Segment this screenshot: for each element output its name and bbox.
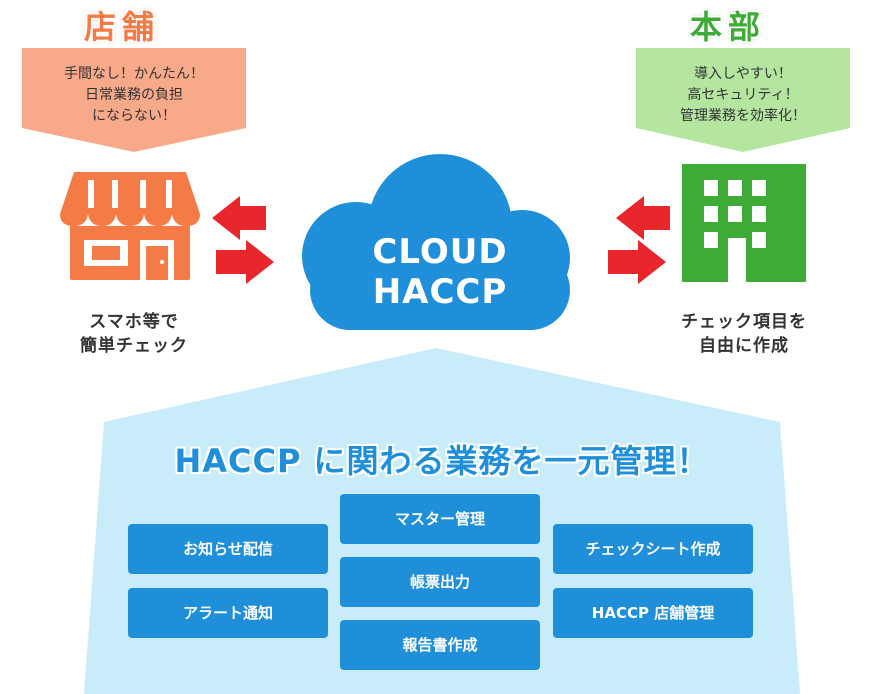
hq-bubble-line: 高セキュリティ！: [687, 87, 799, 103]
cloud-label-line: CLOUD: [372, 232, 508, 272]
task-store-management: HACCP 店舗管理: [553, 588, 753, 638]
hq-bubble-line: 管理業務を効率化！: [680, 108, 806, 124]
task-alert: アラート通知: [128, 588, 328, 638]
hq-bubble-line: 導入しやすい！: [694, 66, 792, 82]
task-checksheet: チェックシート作成: [553, 524, 753, 574]
task-master: マスター管理: [340, 494, 540, 544]
task-notification: お知らせ配信: [128, 524, 328, 574]
store-caption-line: 簡単チェック: [80, 336, 188, 356]
store-heading: 店舗: [84, 8, 161, 46]
store-speech-bubble: [22, 48, 246, 152]
store-bubble-line: 手間なし！かんたん！: [64, 66, 204, 82]
store-bubble-text: 手間なし！かんたん！ 日常業務の負担 にならない！: [19, 64, 249, 127]
building-icon: [682, 164, 806, 282]
cloud-label-line: HACCP: [372, 272, 508, 312]
management-title: HACCP に関わる業務を一元管理！: [174, 442, 710, 480]
arrow-to-cloud-right-icon: [616, 196, 670, 240]
store-caption-line: スマホ等で: [89, 312, 179, 332]
hq-caption: チェック項目を 自由に作成: [644, 310, 844, 358]
cloud-shape: [302, 154, 570, 330]
hq-caption-line: チェック項目を: [681, 312, 807, 332]
task-forms-output: 帳票出力: [340, 557, 540, 607]
store-caption: スマホ等で 簡単チェック: [34, 310, 234, 358]
task-report: 報告書作成: [340, 620, 540, 670]
cloud-label: CLOUD HACCP: [330, 232, 550, 312]
store-bubble-line: にならない！: [92, 108, 176, 124]
hq-caption-line: 自由に作成: [699, 336, 789, 356]
hq-heading: 本部: [690, 8, 767, 46]
store-icon: [60, 172, 200, 280]
arrow-to-hq-icon: [608, 240, 666, 284]
hq-bubble-text: 導入しやすい！ 高セキュリティ！ 管理業務を効率化！: [628, 64, 858, 127]
hq-speech-bubble: [636, 48, 850, 152]
arrow-to-cloud-left-icon: [216, 240, 274, 284]
store-bubble-line: 日常業務の負担: [85, 87, 183, 103]
arrow-to-store-icon: [212, 196, 266, 240]
